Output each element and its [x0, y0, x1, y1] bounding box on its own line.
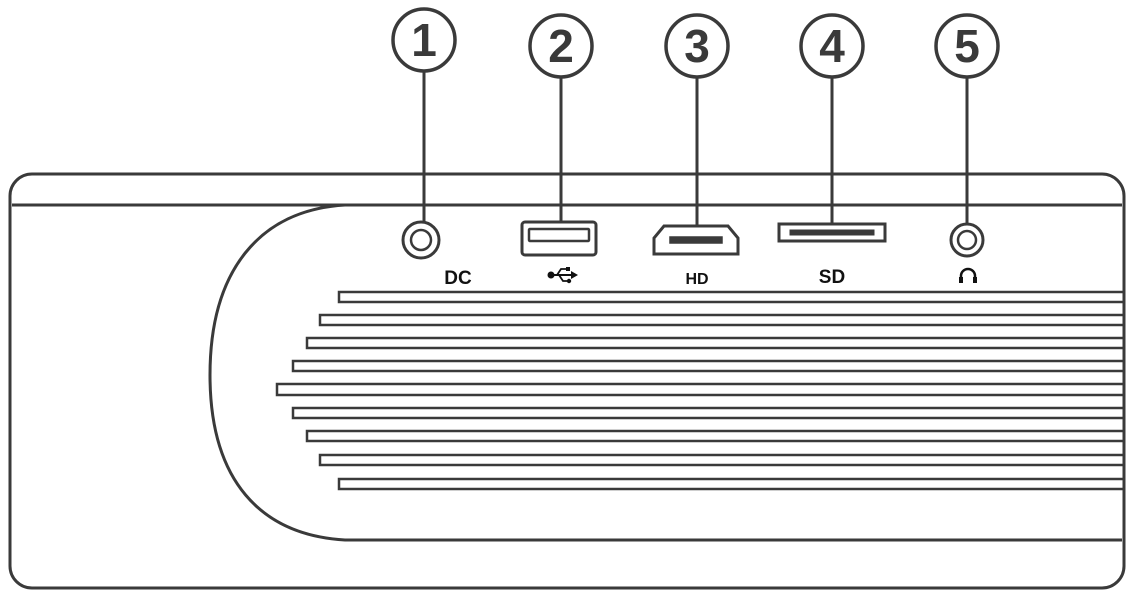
usb-symbol-circle: [566, 278, 572, 284]
hd-label: HD: [685, 271, 708, 288]
callout-circle: [391, 7, 457, 73]
dc-label: DC: [444, 268, 472, 289]
vent-slot: [275, 382, 1124, 397]
callout-3: 3: [664, 13, 730, 228]
vent-grille: [275, 290, 1124, 491]
callout-number: 5: [954, 20, 980, 72]
vent-slot: [337, 290, 1124, 304]
headphone-jack: [949, 222, 985, 258]
device-outline: [8, 172, 1126, 590]
usb-symbol-square: [566, 267, 570, 271]
vent-slot: [318, 313, 1124, 327]
vent-slot: [291, 359, 1124, 373]
callout-circle: [528, 13, 594, 79]
usb-symbol-icon: [547, 267, 578, 284]
usb-symbol-branch-up: [556, 268, 566, 276]
headphone-band: [959, 267, 977, 282]
dc-jack-inner: [409, 228, 433, 252]
callout-1: 1: [391, 7, 457, 222]
sd-slot-inner: [789, 229, 875, 236]
callout-number: 4: [819, 20, 845, 72]
usb-port-inner: [527, 227, 591, 243]
device-body: [8, 172, 1126, 590]
headphone-left-cup: [959, 277, 963, 283]
sd-card-slot: [777, 222, 887, 243]
callout-number: 1: [411, 14, 437, 66]
usb-port: [520, 220, 598, 257]
headphone-right-cup: [973, 277, 977, 283]
callout-circle: [799, 13, 865, 79]
callout-circle: [664, 13, 730, 79]
vent-slot: [305, 429, 1124, 443]
dc-jack: [401, 220, 441, 260]
callout-circle: [934, 13, 1000, 79]
callout-5: 5: [934, 13, 1000, 224]
vent-slot: [305, 336, 1124, 350]
vent-slot: [337, 477, 1124, 491]
hdmi-port-inner: [669, 236, 723, 244]
vent-slot: [318, 453, 1124, 467]
headphone-jack-inner: [956, 229, 978, 251]
vent-slot: [291, 406, 1124, 420]
sd-label: SD: [819, 267, 845, 288]
usb-symbol-arrow: [571, 271, 578, 279]
callout-4: 4: [799, 13, 865, 226]
headphone-icon: [959, 267, 977, 283]
device-front-panel: [208, 203, 1122, 542]
callout-number: 3: [684, 20, 710, 72]
callout-2: 2: [528, 13, 594, 222]
hdmi-port: [652, 224, 740, 256]
callout-number: 2: [548, 20, 574, 72]
usb-symbol-branch-down: [558, 274, 567, 282]
